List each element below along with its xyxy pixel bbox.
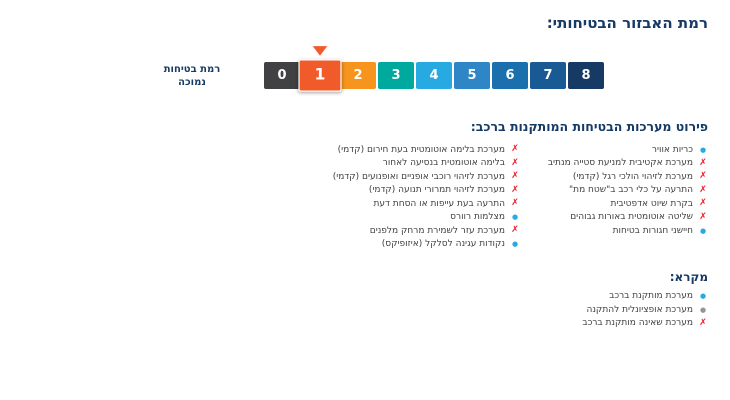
system-item: מערכת בלימה אוטומטית בעת חירום (קדמי) — [306, 143, 520, 157]
legend-item: מערכת אופציונלית להתקנה — [548, 303, 708, 317]
scale-box-8-value: 8 — [581, 68, 591, 83]
system-item: חיישני חגורות בטיחות — [548, 224, 708, 238]
system-item: בלימה אוטומטית בנסיעה לאחור — [306, 157, 520, 171]
system-label: מערכת לזיהוי רוכבי אופניים ואופנועים (קד… — [332, 171, 505, 182]
scale-box-1: 1 — [298, 59, 342, 92]
status-marker-icon — [698, 227, 708, 235]
system-item: התרעה בעת עייפות או הסחת דעת — [306, 197, 520, 211]
system-label: מערכת בלימה אוטומטית בעת חירום (קדמי) — [337, 144, 505, 155]
system-label: התרעה בעת עייפות או הסחת דעת — [373, 198, 505, 209]
system-item: התרעה על כלי רכב ב"שטח מת" — [548, 184, 708, 198]
scale-box-5-value: 5 — [467, 68, 477, 83]
system-label: שליטה אוטומטית באורות גבוהים — [570, 212, 693, 223]
system-item: מערכת אקטיבית למניעת סטייה מנתיב — [548, 157, 708, 171]
scale-boxes: 0 1 2 3 4 5 6 7 8 — [264, 59, 604, 92]
scale-box-3: 3 — [378, 62, 414, 89]
system-item: מערכת לזיהוי הולכי רגל (קדמי) — [548, 170, 708, 184]
system-item: כריות אוויר — [548, 143, 708, 157]
scale-box-2-value: 2 — [353, 68, 363, 83]
scale-box-0: 0 — [264, 62, 300, 89]
system-label: חיישני חגורות בטיחות — [612, 225, 693, 236]
systems-heading: פירוט מערכות הבטיחות המותקנות ברכב: — [470, 119, 708, 134]
status-marker-icon — [510, 159, 520, 168]
systems-column-left: מערכת בלימה אוטומטית בעת חירום (קדמי) בל… — [306, 143, 520, 330]
scale-box-2: 2 — [340, 62, 376, 89]
system-item: מערכת לזיהוי תמרורי תנועה (קדמי) — [306, 184, 520, 198]
installed-dot-icon — [698, 292, 708, 300]
system-label: בקרת שיוט אדפטיבית — [610, 198, 693, 209]
scale-box-4: 4 — [416, 62, 452, 89]
status-marker-icon — [510, 172, 520, 181]
scale-box-1-value: 1 — [314, 66, 326, 85]
system-label: מערכת לזיהוי תמרורי תנועה (קדמי) — [368, 185, 505, 196]
scale-box-7-value: 7 — [543, 68, 553, 83]
status-marker-icon — [698, 172, 708, 181]
status-marker-icon — [510, 226, 520, 235]
system-label: מצלמות רוורס — [450, 212, 505, 223]
legend-heading: מקרא: — [669, 269, 708, 284]
system-item: נקודות עגינה לסלקל (איזופיקס) — [306, 238, 520, 252]
legend-label: מערכת מותקנת ברכב — [609, 291, 693, 302]
system-item: בקרת שיוט אדפטיבית — [548, 197, 708, 211]
system-item: מצלמות רוורס — [306, 211, 520, 225]
systems-columns: כריות אוויר מערכת אקטיבית למניעת סטייה מ… — [22, 143, 708, 330]
status-marker-icon — [698, 159, 708, 168]
safety-scale: רמת בטיחות נמוכה 0 1 2 3 4 5 6 7 8 — [22, 59, 708, 92]
scale-low-label-line2: נמוכה — [178, 76, 206, 88]
systems-column-right: כריות אוויר מערכת אקטיבית למניעת סטייה מ… — [548, 143, 708, 330]
system-label: מערכת לזיהוי הולכי רגל (קדמי) — [572, 171, 693, 182]
legend-item: מערכת שאינה מותקנת ברכב — [548, 317, 708, 331]
system-label: נקודות עגינה לסלקל (איזופיקס) — [381, 239, 505, 250]
scale-box-6-value: 6 — [505, 68, 515, 83]
scale-low-label: רמת בטיחות נמוכה — [138, 63, 246, 89]
system-item: מערכת לזיהוי רוכבי אופניים ואופנועים (קד… — [306, 170, 520, 184]
status-marker-icon — [698, 213, 708, 222]
legend-item: מערכת מותקנת ברכב — [548, 290, 708, 304]
status-marker-icon — [698, 186, 708, 195]
status-marker-icon — [510, 186, 520, 195]
status-marker-icon — [510, 240, 520, 248]
system-label: מערכת עזר לשמירת מרחק מלפנים — [369, 225, 505, 236]
scale-box-6: 6 — [492, 62, 528, 89]
status-marker-icon — [510, 199, 520, 208]
system-label: מערכת אקטיבית למניעת סטייה מנתיב — [547, 158, 693, 169]
scale-box-7: 7 — [530, 62, 566, 89]
scale-box-8: 8 — [568, 62, 604, 89]
status-marker-icon — [698, 199, 708, 208]
optional-dot-icon — [698, 306, 708, 314]
system-label: בלימה אוטומטית בנסיעה לאחור — [382, 158, 505, 169]
not-installed-x-icon — [698, 319, 708, 328]
system-item: שליטה אוטומטית באורות גבוהים — [548, 211, 708, 225]
legend-label: מערכת שאינה מותקנת ברכב — [582, 318, 693, 329]
page-title: רמת האבזור הבטיחותי: — [546, 14, 708, 32]
scale-box-3-value: 3 — [391, 68, 401, 83]
system-label: כריות אוויר — [651, 144, 693, 155]
scale-box-5: 5 — [454, 62, 490, 89]
status-marker-icon — [510, 145, 520, 154]
legend-label: מערכת אופציונלית להתקנה — [586, 304, 693, 315]
scale-low-label-line1: רמת בטיחות — [163, 63, 221, 75]
scale-box-4-value: 4 — [429, 68, 439, 83]
status-marker-icon — [698, 146, 708, 154]
system-label: התרעה על כלי רכב ב"שטח מת" — [569, 185, 693, 196]
system-item: מערכת עזר לשמירת מרחק מלפנים — [306, 224, 520, 238]
status-marker-icon — [510, 213, 520, 221]
scale-box-0-value: 0 — [277, 68, 287, 83]
legend: מקרא: מערכת מותקנת ברכב מערכת אופציונלית… — [548, 270, 708, 331]
